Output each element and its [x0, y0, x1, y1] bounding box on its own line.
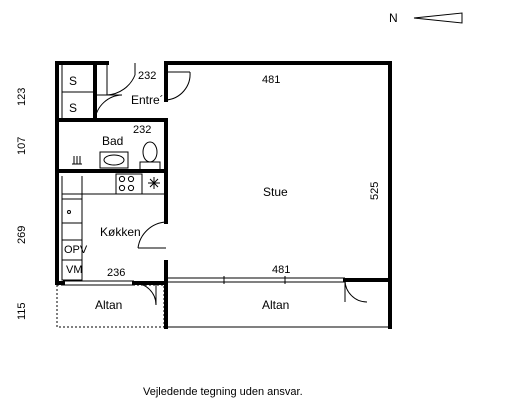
dim-left-115: 115: [16, 302, 28, 320]
dim-bottom-left: 236: [107, 267, 125, 279]
stove-icon: [115, 173, 143, 195]
kitchen-stue-door: [137, 221, 167, 249]
bad-door: [94, 94, 123, 121]
room-label-kokken: Køkken: [100, 225, 141, 239]
washing-machine-icon: [61, 259, 83, 281]
dim-top-left: 232: [138, 70, 156, 82]
sink-icon: [99, 151, 129, 169]
room-label-altan-left: Altan: [95, 298, 122, 312]
closets: S S: [61, 63, 95, 120]
dim-left-123: 123: [16, 88, 28, 106]
dishwasher-label: OPV: [64, 244, 88, 256]
room-labels: Entre´ Bad Køkken Stue Altan Altan: [95, 93, 289, 312]
room-label-stue: Stue: [263, 185, 288, 199]
disclaimer-caption: Vejledende tegning uden ansvar.: [143, 386, 303, 398]
dim-bottom-right: 481: [272, 264, 290, 276]
toilet-icon: [139, 161, 161, 171]
shower-icon: [72, 156, 82, 165]
extractor-fan-icon: [148, 177, 160, 189]
room-label-bad: Bad: [102, 134, 123, 148]
north-compass: N: [389, 11, 463, 25]
room-label-entre: Entre´: [131, 93, 164, 107]
walls: [55, 61, 392, 285]
room-label-altan-right: Altan: [262, 298, 289, 312]
dim-bad: 232: [133, 124, 151, 136]
dimensions: 232 481 232 236 481 525 123 107 269 115: [16, 70, 381, 320]
kitchen-counter: OPV VM: [61, 173, 166, 281]
washing-machine-label: VM: [66, 264, 83, 276]
compass-arrow-icon: [413, 12, 463, 24]
balconies: [56, 278, 392, 329]
closet-label-2: S: [69, 101, 77, 115]
dim-top: 481: [262, 74, 280, 86]
entry-stue-door: [165, 71, 191, 101]
entry-door: [106, 63, 136, 96]
bathroom-fixtures: [72, 141, 161, 171]
fridge-icon: [61, 198, 83, 224]
dim-left-107: 107: [16, 137, 28, 155]
dim-right: 525: [369, 182, 381, 200]
dim-left-269: 269: [16, 226, 28, 244]
closet-label-1: S: [69, 74, 77, 88]
compass-label: N: [389, 11, 398, 25]
